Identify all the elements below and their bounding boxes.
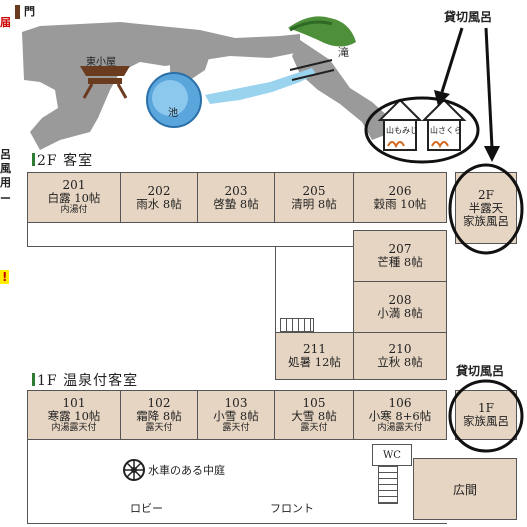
room-102[interactable]: 102 霜降 8帖 露天付 xyxy=(120,390,198,440)
bath-sakura-label: 山さくら xyxy=(430,126,462,135)
garden-path xyxy=(170,30,215,80)
garden-label: 水車のある中庭 xyxy=(148,464,225,477)
room-103[interactable]: 103 小雪 8帖 露天付 xyxy=(197,390,275,440)
room-202[interactable]: 202 雨水 8帖 xyxy=(120,172,198,223)
edge-char: ! xyxy=(0,270,10,284)
room-210[interactable]: 210 立秋 8帖 xyxy=(353,332,447,380)
bath-house-sakura xyxy=(421,98,467,151)
arrow-icon xyxy=(484,27,500,162)
stairs-icon xyxy=(280,318,314,332)
bath-house-momiji xyxy=(377,98,423,151)
bath-momiji-label: 山もみじ xyxy=(386,126,418,135)
private-bath-title: 貸切風呂 xyxy=(456,364,505,378)
lobby-area xyxy=(27,440,447,524)
room-203[interactable]: 203 啓蟄 8帖 xyxy=(197,172,275,223)
room-207[interactable]: 207 芒種 8帖 xyxy=(353,230,447,282)
room-101[interactable]: 101 寒露 10帖 内湯露天付 xyxy=(27,390,121,440)
garden-map xyxy=(15,5,500,164)
garden-path xyxy=(22,22,300,150)
room-208[interactable]: 208 小満 8帖 xyxy=(353,281,447,333)
family-bath-1f[interactable]: 1F 家族風呂 xyxy=(455,390,517,440)
family-bath-2f[interactable]: 2F 半露天 家族風呂 xyxy=(455,172,517,244)
edge-char: ー xyxy=(0,192,11,205)
room-205[interactable]: 205 清明 8帖 xyxy=(274,172,354,223)
edge-char: 届 xyxy=(0,16,11,29)
room-105[interactable]: 105 大雪 8帖 露天付 xyxy=(274,390,354,440)
room-106[interactable]: 106 小寒 8+6帖 内湯露天付 xyxy=(353,390,447,440)
corridor xyxy=(275,246,354,332)
front-label: フロント xyxy=(270,502,314,515)
floor1-heading: 1F 温泉付客室 xyxy=(32,370,138,390)
gate-icon xyxy=(15,5,20,19)
stairs-icon xyxy=(378,466,398,504)
hut-icon xyxy=(80,66,130,99)
room-211[interactable]: 211 処暑 12帖 xyxy=(275,332,354,380)
pond-label: 池 xyxy=(168,108,178,119)
wc-room[interactable]: WC xyxy=(372,444,412,466)
bridge xyxy=(289,59,335,81)
arrow-icon xyxy=(434,27,464,106)
hut-label: 東小屋 xyxy=(86,57,116,68)
private-bath-highlight xyxy=(364,96,480,164)
edge-char: 風 xyxy=(0,162,11,175)
water-wheel-icon xyxy=(123,459,145,481)
corridor xyxy=(27,222,354,247)
stream xyxy=(205,68,316,104)
garden-path xyxy=(292,40,390,140)
gate-label: 門 xyxy=(24,5,35,18)
lobby-label: ロビー xyxy=(130,502,163,515)
waterfall-label: 滝 xyxy=(338,46,349,59)
hall-room[interactable]: 広間 xyxy=(413,458,517,520)
room-206[interactable]: 206 穀雨 10帖 xyxy=(353,172,447,223)
edge-char: 呂 xyxy=(0,148,11,161)
edge-char: 用 xyxy=(0,176,11,189)
floor2-heading: 2F 客室 xyxy=(32,150,93,170)
private-bath-title: 貸切風呂 xyxy=(444,10,493,24)
room-201[interactable]: 201 白露 10帖 内湯付 xyxy=(27,172,121,223)
